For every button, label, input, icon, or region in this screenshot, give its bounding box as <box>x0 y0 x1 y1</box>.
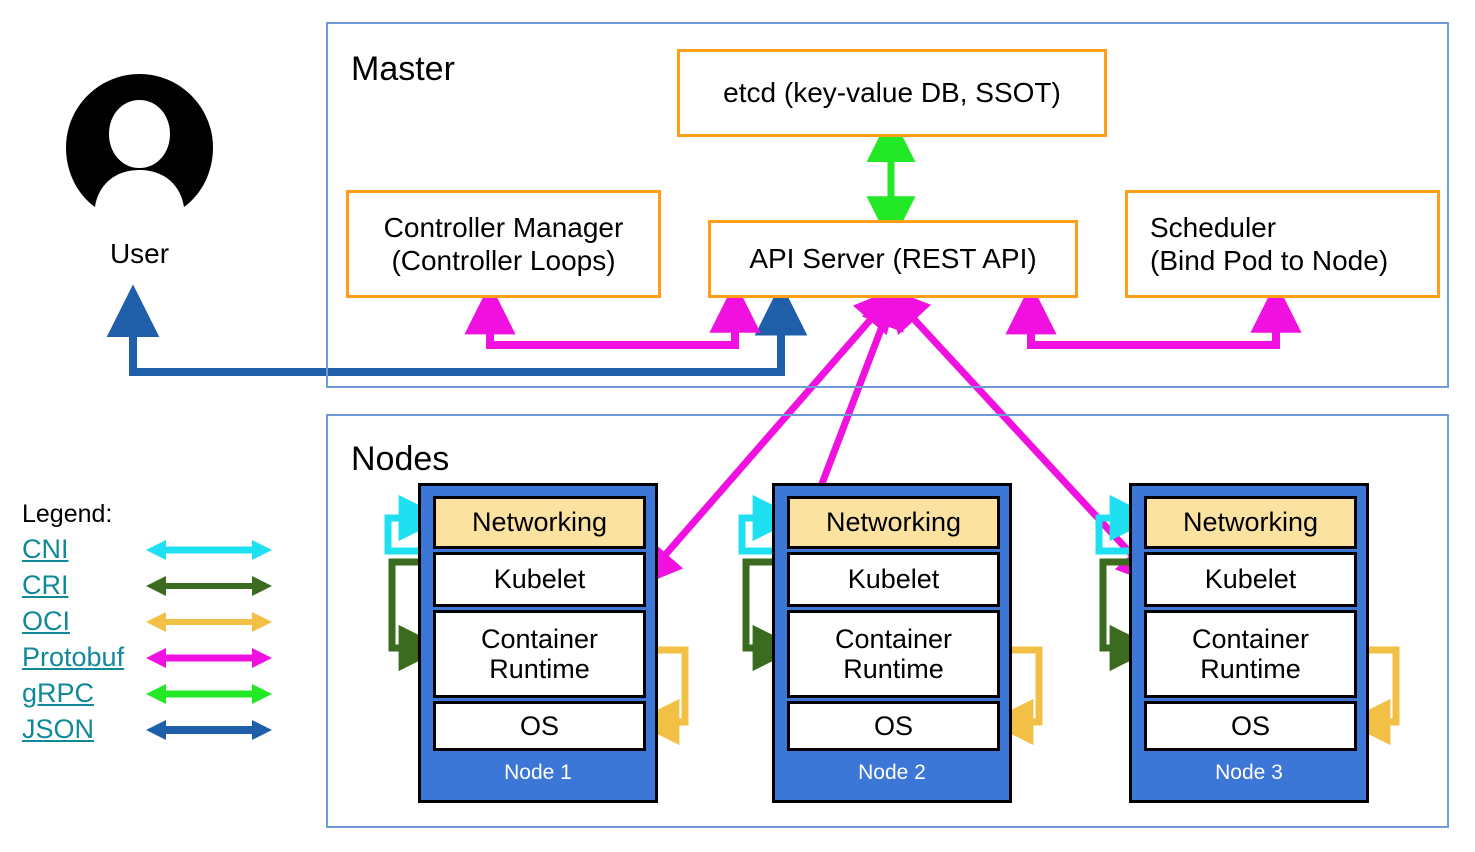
master-group-title: Master <box>351 50 455 88</box>
component-scheduler-line1: Scheduler <box>1150 211 1277 243</box>
legend-item-json[interactable]: JSON <box>22 714 272 746</box>
node-3-container-runtime-line1: Container <box>1191 623 1310 654</box>
node-1-container-runtime-line1: Container <box>480 623 599 654</box>
node-1-networking-label: Networking <box>471 507 608 538</box>
legend-title: Legend: <box>22 500 113 528</box>
node-2-kubelet-label: Kubelet <box>847 564 940 595</box>
node-2-container-runtime-line1: Container <box>834 623 953 654</box>
node-1-kubelet[interactable]: Kubelet <box>433 552 646 607</box>
node-2-label: Node 2 <box>858 761 926 784</box>
component-controller-manager[interactable]: Controller Manager (Controller Loops) <box>346 190 661 298</box>
node-2-container-runtime[interactable]: Container Runtime <box>787 610 1000 698</box>
legend-label-grpc[interactable]: gRPC <box>22 678 95 708</box>
legend-item-protobuf[interactable]: Protobuf <box>22 642 272 674</box>
node-1-networking[interactable]: Networking <box>433 496 646 549</box>
node-2-os[interactable]: OS <box>787 701 1000 751</box>
legend-label-oci[interactable]: OCI <box>22 606 71 636</box>
node-2-networking[interactable]: Networking <box>787 496 1000 549</box>
master-group <box>326 22 1449 388</box>
legend-item-cni[interactable]: CNI <box>22 534 272 566</box>
legend-arrow-cni <box>146 540 272 560</box>
node-3-os[interactable]: OS <box>1144 701 1357 751</box>
node-3-container-runtime-line2: Runtime <box>1200 654 1301 684</box>
user-figure: User <box>62 70 217 290</box>
component-controller-manager-line1: Controller Manager <box>383 211 624 243</box>
legend-arrow-cri <box>146 576 272 596</box>
node-3-label: Node 3 <box>1215 761 1283 784</box>
component-etcd-label: etcd (key-value DB, SSOT) <box>723 77 1061 109</box>
component-controller-manager-line2: (Controller Loops) <box>391 245 616 276</box>
node-3-container-runtime[interactable]: Container Runtime <box>1144 610 1357 698</box>
node-2-kubelet[interactable]: Kubelet <box>787 552 1000 607</box>
legend-item-oci[interactable]: OCI <box>22 606 272 638</box>
node-2-container-runtime-line2: Runtime <box>843 654 944 684</box>
node-3[interactable]: Networking Kubelet Container Runtime OS … <box>1129 483 1369 803</box>
component-etcd[interactable]: etcd (key-value DB, SSOT) <box>677 49 1107 137</box>
legend-item-grpc[interactable]: gRPC <box>22 678 272 710</box>
nodes-group-title: Nodes <box>351 440 450 478</box>
legend-label-json[interactable]: JSON <box>22 714 95 744</box>
legend-label-protobuf[interactable]: Protobuf <box>22 642 125 672</box>
node-3-os-label: OS <box>1230 710 1270 741</box>
user-label: User <box>109 238 170 269</box>
user-avatar-icon <box>66 74 213 207</box>
component-api-server[interactable]: API Server (REST API) <box>708 220 1078 298</box>
node-3-kubelet[interactable]: Kubelet <box>1144 552 1357 607</box>
legend-arrow-oci <box>146 612 272 632</box>
component-scheduler-line2: (Bind Pod to Node) <box>1150 245 1389 276</box>
legend-label-cri[interactable]: CRI <box>22 570 69 600</box>
component-api-server-label: API Server (REST API) <box>749 243 1037 275</box>
node-3-kubelet-label: Kubelet <box>1204 564 1297 595</box>
legend: Legend: CNI CRI OCI <box>0 500 290 744</box>
node-3-networking[interactable]: Networking <box>1144 496 1357 549</box>
node-2-os-label: OS <box>873 710 913 741</box>
nodes-group <box>326 414 1449 828</box>
node-1-os[interactable]: OS <box>433 701 646 751</box>
node-1-container-runtime-line2: Runtime <box>489 654 590 684</box>
node-1-label: Node 1 <box>504 761 572 784</box>
legend-item-cri[interactable]: CRI <box>22 570 272 602</box>
legend-arrow-json <box>146 720 272 740</box>
node-1[interactable]: Networking Kubelet Container Runtime OS … <box>418 483 658 803</box>
node-1-container-runtime[interactable]: Container Runtime <box>433 610 646 698</box>
node-2[interactable]: Networking Kubelet Container Runtime OS … <box>772 483 1012 803</box>
legend-label-cni[interactable]: CNI <box>22 534 69 564</box>
component-scheduler[interactable]: Scheduler (Bind Pod to Node) <box>1125 190 1440 298</box>
legend-arrow-protobuf <box>146 648 272 668</box>
node-3-networking-label: Networking <box>1182 507 1319 538</box>
legend-arrow-grpc <box>146 684 272 704</box>
node-1-kubelet-label: Kubelet <box>493 564 586 595</box>
node-2-networking-label: Networking <box>825 507 962 538</box>
node-1-os-label: OS <box>519 710 559 741</box>
